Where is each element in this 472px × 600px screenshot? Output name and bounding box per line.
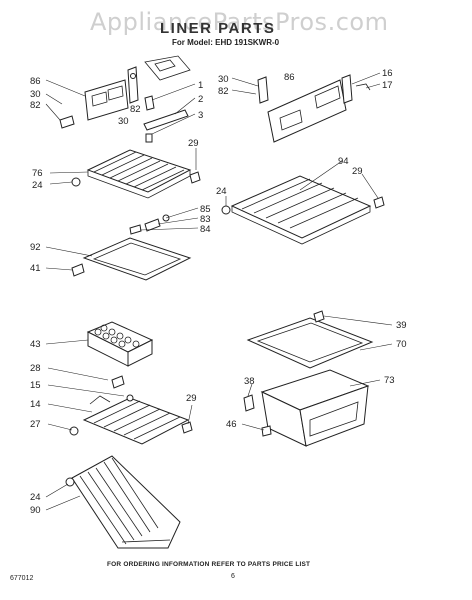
callout-82-mid: 82: [130, 104, 141, 115]
wire-shelf-76: [71, 149, 201, 199]
callout-30-mid: 30: [118, 116, 129, 127]
callout-14: 14: [30, 399, 41, 410]
ice-cube-tray-43: [86, 321, 154, 367]
ordering-note: FOR ORDERING INFORMATION REFER TO PARTS …: [107, 561, 311, 568]
basket-90: [65, 455, 181, 549]
callout-30-left: 30: [30, 89, 41, 100]
callout-83: 83: [200, 214, 211, 225]
shelf-supports: [129, 214, 170, 235]
callout-82-right: 82: [218, 86, 229, 97]
callout-24-lower: 24: [30, 492, 41, 503]
callout-39: 39: [396, 320, 407, 331]
callout-86-left: 86: [30, 76, 41, 87]
callout-24-upper: 24: [32, 180, 43, 191]
callout-84: 84: [200, 224, 211, 235]
callout-92: 92: [30, 242, 41, 253]
callout-82-left: 82: [30, 100, 41, 111]
callout-1: 1: [198, 80, 203, 91]
callout-29-right: 29: [352, 166, 363, 177]
leader-lines: [45, 72, 393, 511]
callout-24-right: 24: [216, 186, 227, 197]
callout-41: 41: [30, 263, 41, 274]
crisper-drawer-73: [243, 369, 370, 447]
crisper-cover-70: [246, 310, 374, 369]
callout-90: 90: [30, 505, 41, 516]
callout-46: 46: [226, 419, 237, 430]
watermark: AppliancePartsPros.com: [90, 8, 389, 36]
callout-15: 15: [30, 380, 41, 391]
page-number: 6: [231, 573, 235, 580]
callout-27: 27: [30, 419, 41, 430]
callout-85: 85: [200, 204, 211, 215]
wire-shelf-14: [69, 375, 193, 445]
control-housing-right: [257, 74, 371, 143]
callout-3: 3: [198, 110, 203, 121]
callout-16: 16: [382, 68, 393, 79]
shelf-92: [71, 237, 192, 281]
callout-29-lower: 29: [186, 393, 197, 404]
diagram-title: LINER PARTS: [160, 20, 276, 37]
callout-86-right: 86: [284, 72, 295, 83]
callout-76: 76: [32, 168, 43, 179]
model-line: For Model: EHD 191SKWR-0: [172, 38, 280, 47]
control-housing-left: [59, 55, 191, 129]
callout-70: 70: [396, 339, 407, 350]
callout-73: 73: [384, 375, 395, 386]
callout-numbers: 86 30 82 1 82 2 30 3 30 82 86 16 17 29 7…: [30, 68, 407, 516]
damper-control-parts: [143, 95, 189, 143]
callout-38: 38: [244, 376, 255, 387]
callout-17: 17: [382, 80, 393, 91]
callout-28: 28: [30, 363, 41, 374]
document-number: 677012: [10, 575, 34, 582]
callout-30-right: 30: [218, 74, 229, 85]
callout-2: 2: [198, 94, 203, 105]
wire-shelf-94: [221, 175, 385, 245]
callout-43: 43: [30, 339, 41, 350]
callout-94: 94: [338, 156, 349, 167]
callout-29-upper: 29: [188, 138, 199, 149]
